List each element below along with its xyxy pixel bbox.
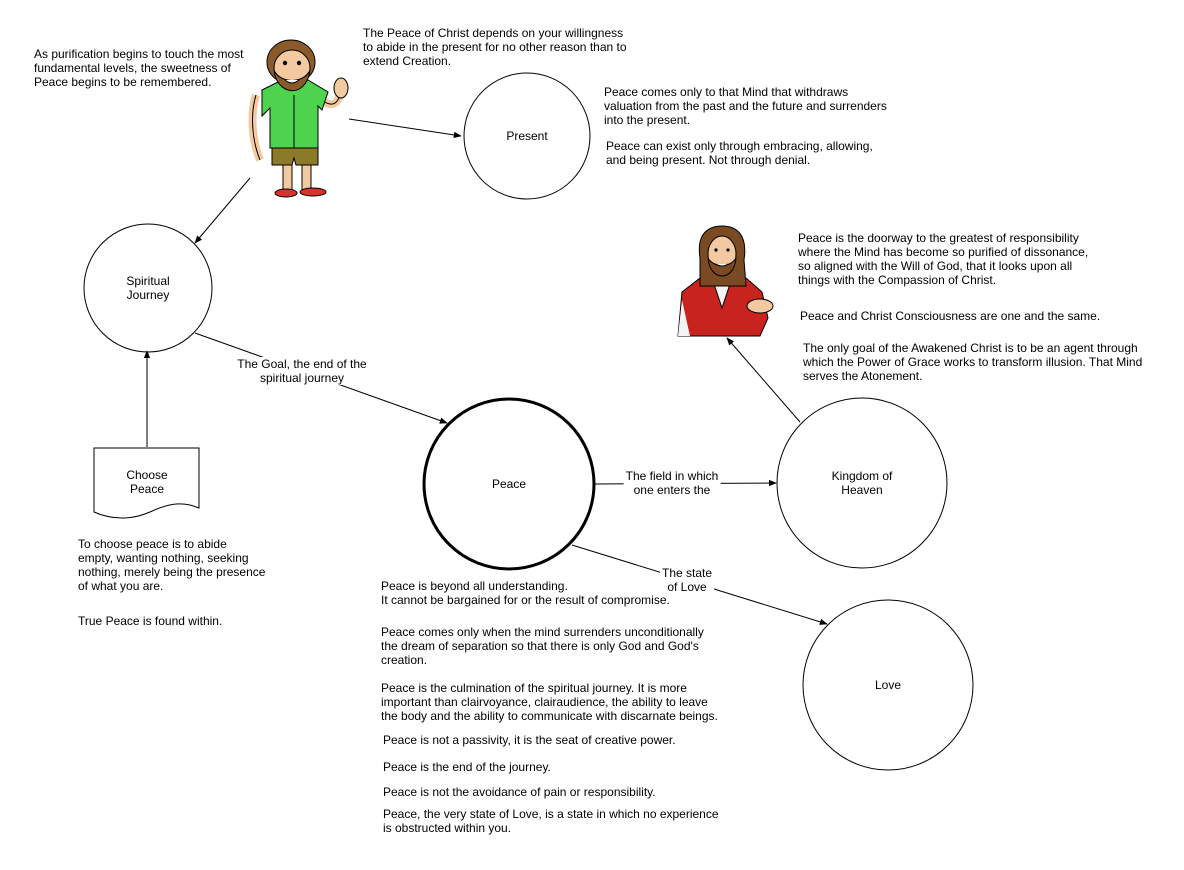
edge-label-state: The state of Love [659,566,715,594]
connector-kingdom-to-jesus [726,337,801,423]
kingdom-label: Kingdom of Heaven [831,469,893,497]
note-purification: As purification begins to touch the most… [34,47,244,89]
note-awakened: The only goal of the Awakened Christ is … [803,341,1143,383]
note-peace-3: Peace is the culmination of the spiritua… [381,681,718,723]
love-node[interactable] [802,599,974,771]
note-christ-consciousness: Peace and Christ Consciousness are one a… [800,309,1101,323]
note-peace-7: Peace, the very state of Love, is a stat… [383,807,719,835]
note-present-1: Peace comes only to that Mind that withd… [604,85,887,127]
peace-label: Peace [491,477,527,491]
note-peace-5: Peace is the end of the journey. [383,760,551,774]
choose-peace-label: Choose Peace [126,468,168,496]
note-peace-4: Peace is not a passivity, it is the seat… [383,733,676,747]
edge-label-goal: The Goal, the end of the spiritual journ… [235,357,369,385]
jesus-figure-icon [677,225,774,337]
note-choose-1: To choose peace is to abide empty, wanti… [78,537,266,593]
love-label: Love [874,678,902,692]
present-label: Present [506,129,548,143]
note-doorway: Peace is the doorway to the greatest of … [798,231,1089,287]
choose-peace-node[interactable] [93,447,200,519]
bearded-man-waving-icon [248,39,349,198]
note-present-2: Peace can exist only through embracing, … [606,139,873,167]
note-peace-of-christ: The Peace of Christ depends on your will… [363,26,627,68]
spiritual-journey-label: Spiritual Journey [126,274,170,302]
connector-man-to-journey [194,177,251,244]
note-peace-6: Peace is not the avoidance of pain or re… [383,785,656,799]
note-peace-2: Peace comes only when the mind surrender… [381,625,704,667]
present-node[interactable] [463,72,591,200]
edge-label-field: The field in which one enters the [623,469,721,497]
note-peace-1: Peace is beyond all understanding. It ca… [381,579,670,607]
connector-man-to-present [348,118,462,139]
kingdom-node[interactable] [776,397,948,569]
note-choose-2: True Peace is found within. [78,614,223,628]
